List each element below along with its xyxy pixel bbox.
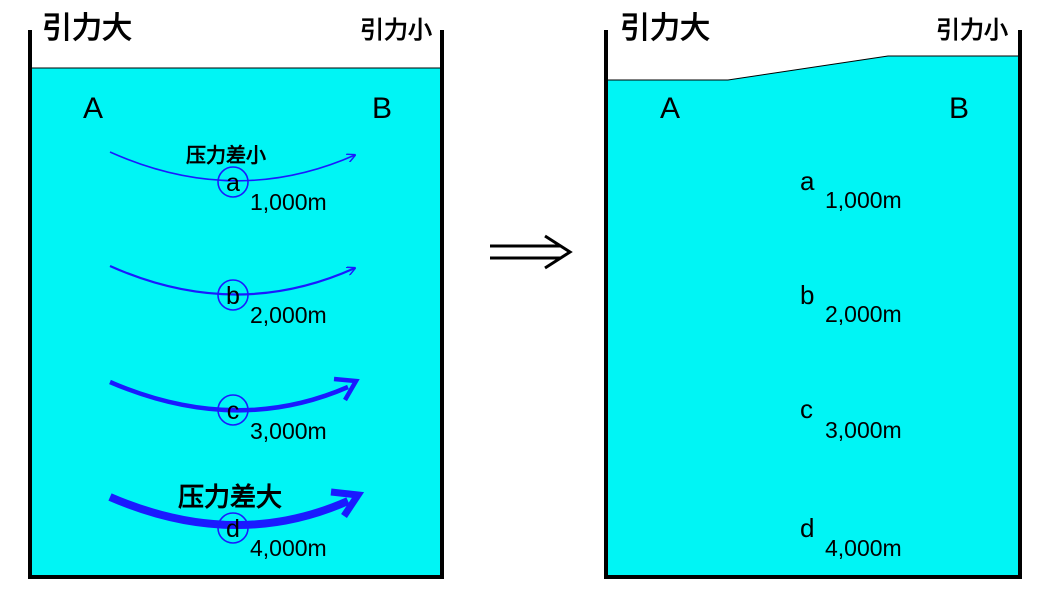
left-level-c-depth: 3,000m	[250, 418, 327, 444]
right-level-c-letter: c	[800, 394, 813, 424]
right-level-b-depth: 2,000m	[825, 301, 902, 327]
flow-arrow-c-head	[333, 376, 360, 402]
left-top-right-label: 引力小	[360, 16, 432, 44]
left-level-d-depth: 4,000m	[250, 535, 327, 561]
right-tank-walls	[604, 30, 1022, 579]
right-level-d-depth: 4,000m	[825, 535, 902, 561]
transition-arrow: ⟹	[490, 234, 573, 270]
left-tank-walls	[28, 30, 444, 579]
right-top-left-label: 引力大	[620, 11, 710, 46]
left-level-b-depth: 2,000m	[250, 302, 327, 328]
left-top-left-label: 引力大	[42, 11, 132, 46]
left-level-c-letter: c	[227, 397, 240, 425]
right-point-b: B	[949, 92, 969, 125]
left-level-a-depth: 1,000m	[250, 189, 327, 215]
left-level-a-letter: a	[226, 169, 240, 197]
flow-arrow-d-head	[330, 488, 365, 518]
flow-arrow-d	[108, 493, 350, 529]
flow-arrow-c	[109, 379, 349, 413]
right-water-surface	[606, 55, 1020, 81]
left-point-a: A	[83, 92, 103, 125]
left-water	[30, 68, 442, 576]
left-point-b: B	[372, 92, 392, 125]
level-c-circle	[217, 394, 249, 426]
right-point-a: A	[660, 92, 680, 125]
left-level-d-letter: d	[226, 515, 240, 543]
right-level-c-depth: 3,000m	[825, 417, 902, 443]
left-tank: 引力大 引力小 A B 压力差小 压力差大 a 1,000m b 2,000m …	[28, 11, 444, 579]
pressure-small-label: 压力差小	[186, 143, 266, 167]
left-level-b-letter: b	[226, 282, 240, 310]
right-tank: 引力大 引力小 A B a 1,000m b 2,000m c 3,000m d…	[604, 11, 1022, 579]
flow-arrow-a	[109, 151, 355, 182]
right-water	[606, 56, 1020, 576]
right-top-right-label: 引力小	[936, 16, 1008, 44]
right-level-a-letter: a	[800, 166, 815, 196]
level-d-circle	[217, 512, 249, 544]
level-a-circle	[217, 166, 249, 198]
right-level-b-letter: b	[800, 280, 814, 310]
right-level-a-depth: 1,000m	[825, 187, 902, 213]
level-b-circle	[217, 279, 249, 311]
pressure-large-label: 压力差大	[178, 482, 282, 513]
flow-arrow-b	[109, 264, 355, 296]
right-level-d-letter: d	[800, 513, 814, 543]
